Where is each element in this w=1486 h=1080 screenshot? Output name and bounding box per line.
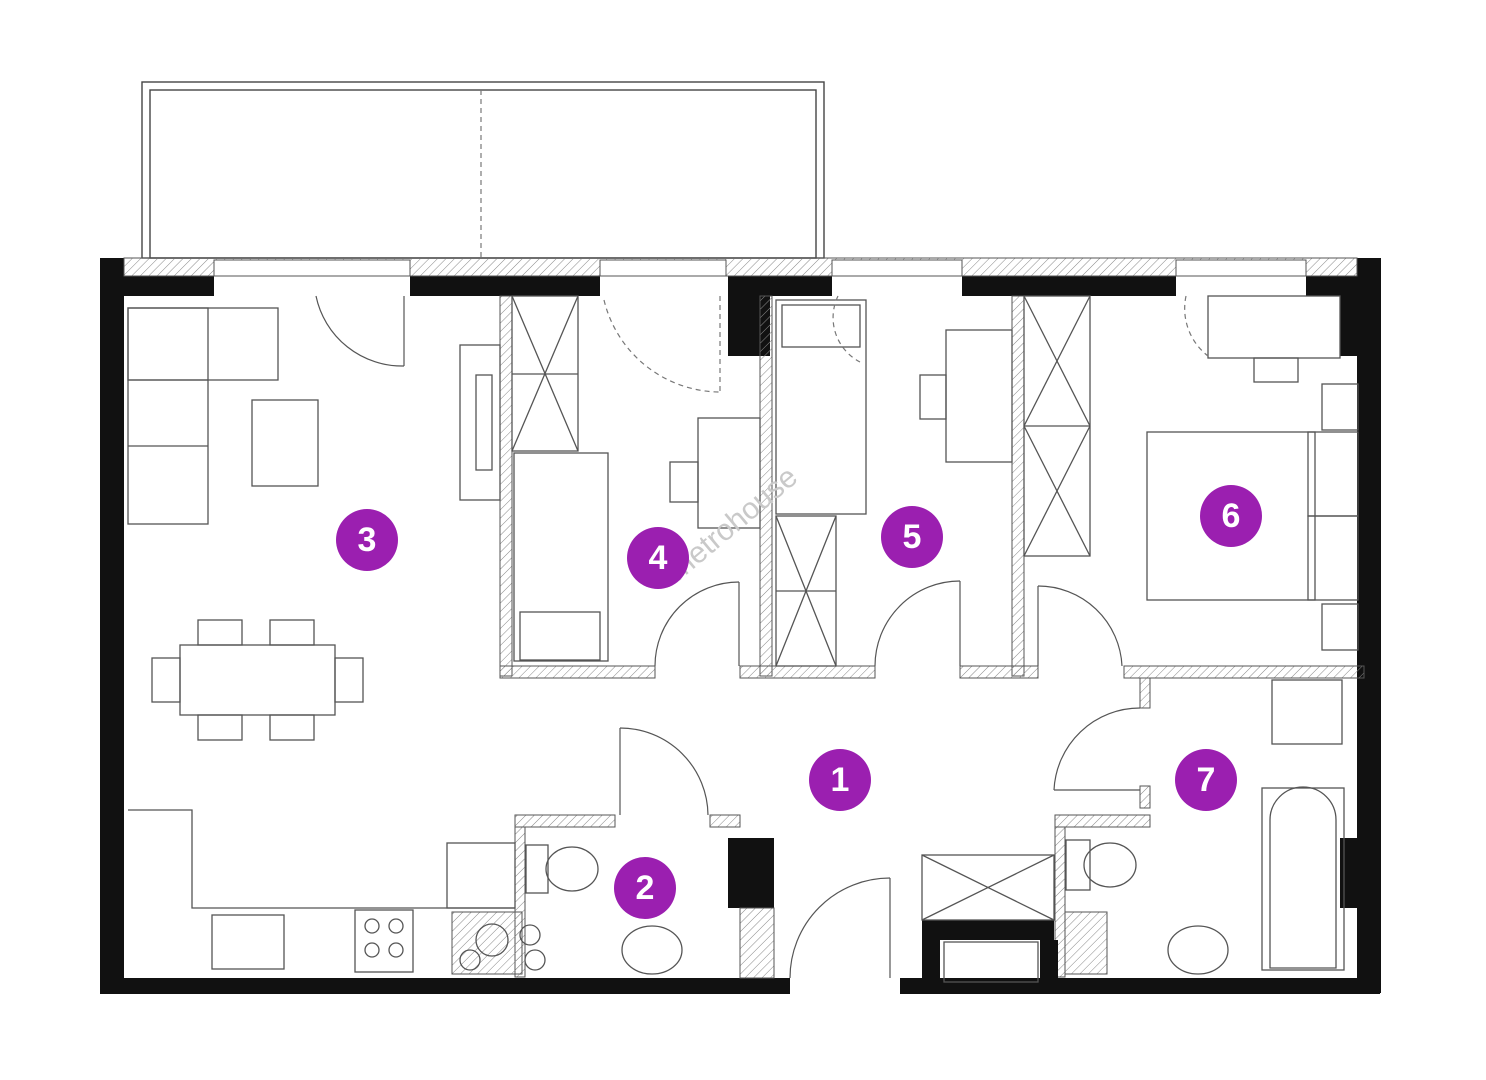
room-badge-6-label: 6: [1222, 497, 1241, 535]
exterior-walls: [100, 257, 1381, 994]
room-badge-1-label: 1: [831, 761, 850, 799]
room-badge-3: 3: [336, 509, 398, 571]
room-badge-5: 5: [881, 506, 943, 568]
room-badge-4: 4: [627, 527, 689, 589]
room-badge-5-label: 5: [903, 518, 922, 556]
room-badge-7: 7: [1175, 749, 1237, 811]
room-4-furniture: [511, 295, 761, 667]
room-badge-6: 6: [1200, 485, 1262, 547]
room-badge-1: 1: [809, 749, 871, 811]
bathroom-7-fixtures: [1053, 679, 1345, 975]
room-6-furniture: [1023, 295, 1359, 667]
room-badge-2-label: 2: [636, 869, 655, 907]
bathroom-2-fixtures: [525, 727, 709, 975]
room-badge-4-label: 4: [649, 539, 668, 577]
balcony: [141, 81, 825, 259]
room-5-furniture: [775, 295, 1013, 667]
room-badge-3-label: 3: [358, 521, 377, 559]
hall-fixtures: [789, 854, 1055, 983]
room-badge-2: 2: [614, 857, 676, 919]
interior-walls: [499, 295, 1365, 990]
living-room-furniture: [127, 295, 501, 741]
room-badge-7-label: 7: [1197, 761, 1216, 799]
kitchen: [128, 809, 546, 975]
